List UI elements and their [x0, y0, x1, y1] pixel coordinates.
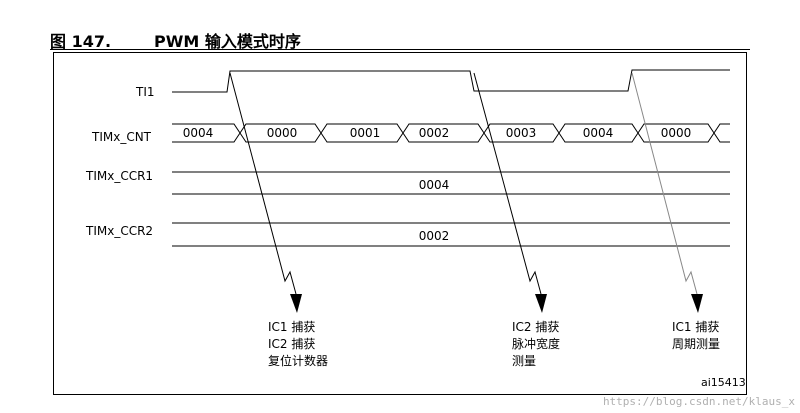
title-rule — [50, 49, 750, 50]
label-ccr2: TIMx_CCR2 — [85, 224, 153, 238]
cnt-value-4: 0003 — [506, 126, 537, 140]
cnt-value-1: 0000 — [267, 126, 298, 140]
cnt-value-0: 0004 — [183, 126, 214, 140]
figure-title: PWM 输入模式时序 — [154, 32, 301, 51]
annotation-2-line-3: 测量 — [512, 354, 536, 368]
capture-arrow-1 — [229, 72, 302, 313]
annotation-3-line-2: 周期测量 — [672, 337, 720, 351]
annotation-3-line-1: IC1 捕获 — [672, 319, 719, 334]
ccr2-value: 0002 — [419, 229, 450, 243]
annotation-2-line-1: IC2 捕获 — [512, 319, 559, 334]
cnt-bus — [172, 123, 730, 143]
figure-header: 图 147. PWM 输入模式时序 — [50, 28, 750, 51]
annotation-1-line-3: 复位计数器 — [268, 353, 328, 368]
diagram-frame — [53, 52, 747, 395]
ti1-waveform — [172, 69, 730, 93]
cnt-value-6: 0000 — [661, 126, 692, 140]
cnt-value-2: 0001 — [350, 126, 381, 140]
label-ccr1: TIMx_CCR1 — [85, 169, 153, 183]
figure-number: 图 147. — [50, 32, 112, 51]
label-cnt: TIMx_CNT — [91, 130, 152, 144]
watermark: https://blog.csdn.net/klaus_x — [603, 395, 795, 408]
cnt-bus-end — [713, 123, 730, 143]
cnt-value-5: 0004 — [583, 126, 614, 140]
capture-arrow-3 — [631, 72, 703, 313]
cnt-value-3: 0002 — [419, 126, 450, 140]
ccr1-value: 0004 — [419, 178, 450, 192]
annotation-1-line-1: IC1 捕获 — [268, 319, 315, 334]
label-ti1: TI1 — [135, 85, 155, 99]
figure-ref-id: ai15413 — [701, 376, 746, 389]
annotation-1-line-2: IC2 捕获 — [268, 336, 315, 351]
annotation-2-line-2: 脉冲宽度 — [512, 336, 560, 351]
capture-arrow-2 — [473, 72, 547, 313]
